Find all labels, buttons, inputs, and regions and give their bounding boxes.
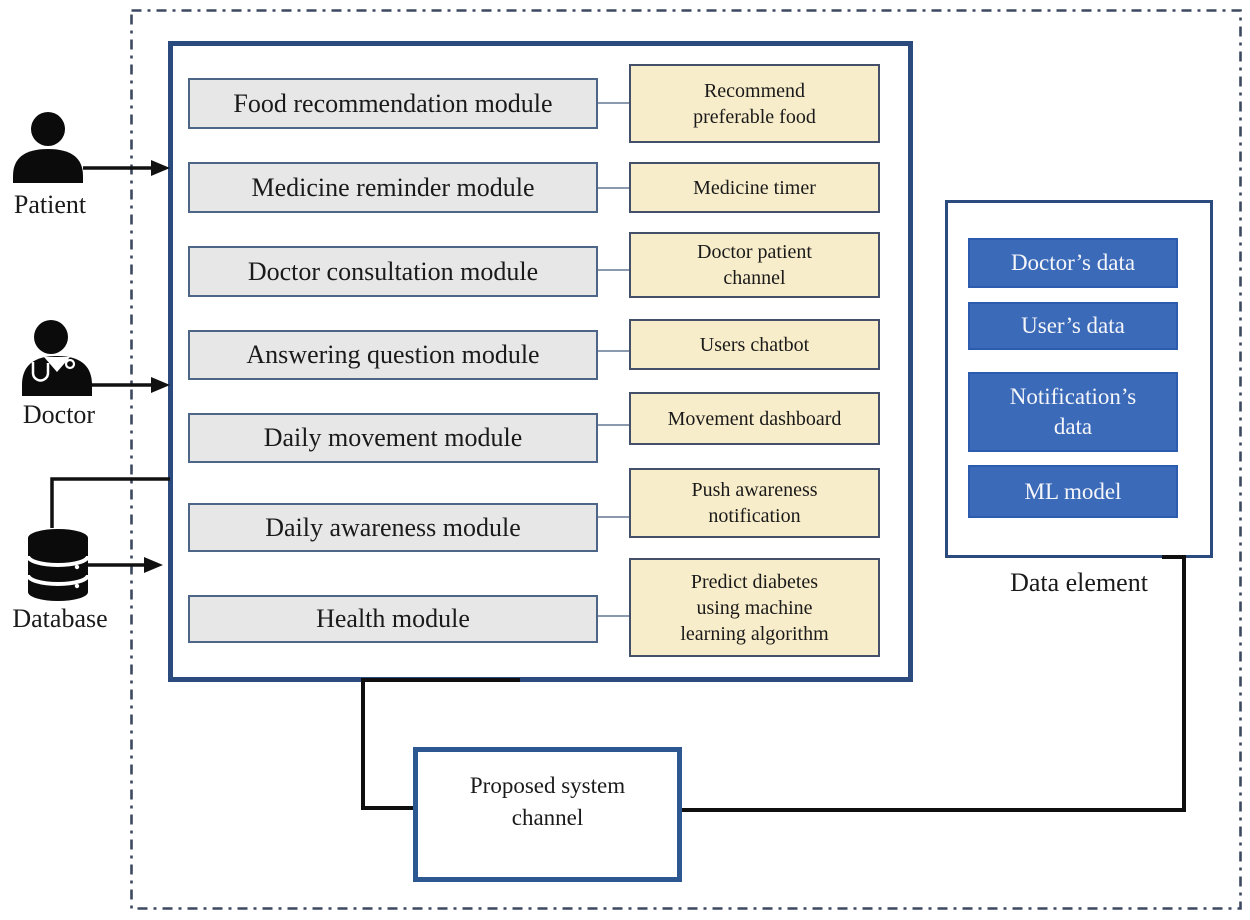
function-box-medicine-timer: Medicine timer xyxy=(629,162,880,213)
data-item-users-data: User’s data xyxy=(968,302,1178,350)
module-box-daily-movement: Daily movement module xyxy=(188,413,598,463)
function-box-recommend-food: Recommend preferable food xyxy=(629,64,880,143)
stethoscope-glyph xyxy=(31,362,50,382)
database-elbow-line xyxy=(50,477,170,528)
module-box-daily-awareness: Daily awareness module xyxy=(188,503,598,552)
module-box-medicine-reminder: Medicine reminder module xyxy=(188,162,598,213)
data-element-caption: Data element xyxy=(1010,568,1148,597)
module-box-health: Health module xyxy=(188,595,598,643)
data-item-notifications-data: Notification’s data xyxy=(968,372,1178,452)
arrowheads xyxy=(144,160,170,573)
module-box-doctor-consultation: Doctor consultation module xyxy=(188,246,598,297)
function-box-doctor-channel: Doctor patient channel xyxy=(629,232,880,298)
patient-label: Patient xyxy=(13,190,87,219)
doctor-label: Doctor xyxy=(22,400,96,429)
function-box-predict-diabetes: Predict diabetes using machine learning … xyxy=(629,558,880,657)
data-item-doctors-data: Doctor’s data xyxy=(968,238,1178,288)
function-box-movement-dashboard: Movement dashboard xyxy=(629,392,880,445)
database-arrowhead xyxy=(144,557,163,573)
function-box-users-chatbot: Users chatbot xyxy=(629,319,880,370)
database-label: Database xyxy=(12,604,108,633)
function-box-push-notification: Push awareness notification xyxy=(629,468,880,538)
data-item-ml-model: ML model xyxy=(968,465,1178,518)
module-box-food-recommendation: Food recommendation module xyxy=(188,78,598,129)
database-icon xyxy=(26,529,90,601)
proposed-system-channel-box: Proposed system channel xyxy=(413,747,682,882)
module-box-answering-question: Answering question module xyxy=(188,330,598,380)
doctor-icon xyxy=(22,320,92,396)
patient-icon xyxy=(13,112,83,183)
actor-arrows xyxy=(50,166,170,567)
